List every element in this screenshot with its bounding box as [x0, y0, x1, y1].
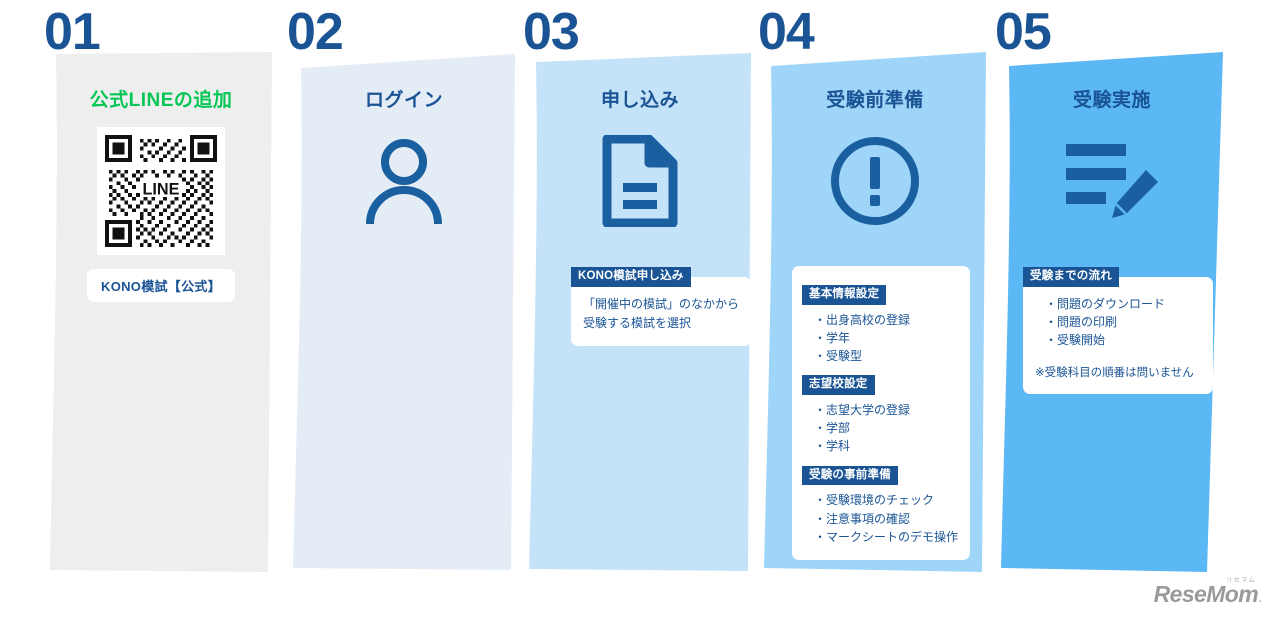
list-item: 受験開始	[1045, 331, 1201, 349]
step-title-02: ログイン	[364, 90, 443, 111]
document-file-icon	[602, 134, 678, 227]
exclamation-circle-icon-wrap	[829, 133, 921, 229]
line-account-badge[interactable]: KONO模試【公式】	[87, 268, 235, 302]
logo-wordmark: ReseMom	[1153, 581, 1259, 607]
panel-content-01: 公式LINEの追加	[50, 52, 272, 574]
step-number-02: 02	[287, 3, 344, 61]
svg-text:LINE: LINE	[143, 180, 180, 198]
step-column-04: 04 受験前準備 基本情報設定 出身高校の登録 学年 受験型 志望校設定 志望大…	[756, 0, 1001, 621]
info-card-list-basic: 出身高校の登録 学年 受験型	[814, 311, 958, 366]
form-pencil-icon-wrap	[1062, 133, 1162, 229]
qr-code-icon[interactable]: LINE	[97, 126, 225, 255]
user-person-icon-wrap	[362, 133, 446, 229]
info-card-list-prep: 受験環境のチェック 注意事項の確認 マークシートのデモ操作	[814, 491, 958, 546]
step-number-03: 03	[523, 3, 580, 61]
info-card-group-header-basic: 基本情報設定	[802, 285, 887, 305]
info-card-04: 基本情報設定 出身高校の登録 学年 受験型 志望校設定 志望大学の登録 学部 学…	[792, 266, 970, 561]
info-card-group-header-prep: 受験の事前準備	[802, 465, 898, 486]
step-column-01: 01 公式LINEの追加	[42, 0, 287, 621]
info-card-group-header-school: 志望校設定	[802, 375, 875, 395]
qr-code-icon-wrap: LINE	[97, 126, 225, 255]
list-item: 志望大学の登録	[814, 401, 958, 419]
step-column-03: 03 申し込み KONO模試申し込み 「開催中の模試」のなかから 受験する模試を…	[521, 0, 766, 621]
panel-content-03: 申し込み	[529, 52, 751, 574]
panel-content-05: 受験実施	[1001, 52, 1223, 574]
list-item: 問題のダウンロード	[1045, 295, 1201, 313]
card-line: 「開催中の模試」のなかから	[583, 297, 740, 311]
list-item: 出身高校の登録	[814, 311, 958, 329]
info-card-03: KONO模試申し込み 「開催中の模試」のなかから 受験する模試を選択	[571, 267, 751, 347]
info-card-list-school: 志望大学の登録 学部 学科	[814, 401, 958, 456]
card-line: 受験する模試を選択	[583, 315, 692, 330]
step-column-02: 02 ログイン	[285, 0, 530, 621]
panel-background-02	[293, 52, 515, 574]
info-card-header-03: KONO模試申し込み	[571, 267, 691, 287]
panel-content-04: 受験前準備	[764, 52, 986, 574]
logo-period: .	[1258, 589, 1262, 605]
list-item: 注意事項の確認	[814, 510, 958, 528]
list-item: マークシートのデモ操作	[814, 528, 958, 546]
logo-ruby-text: リセマム	[1226, 578, 1256, 584]
step-title-04: 受験前準備	[826, 90, 924, 111]
list-item: 問題の印刷	[1045, 313, 1201, 331]
form-pencil-icon	[1066, 143, 1158, 218]
step-number-04: 04	[758, 3, 815, 61]
list-item: 受験型	[814, 347, 958, 365]
list-item: 学部	[814, 419, 958, 437]
list-item: 学年	[814, 329, 958, 347]
step-number-05: 05	[995, 3, 1052, 61]
step-title-01: 公式LINEの追加	[89, 90, 233, 111]
info-card-body-03: 「開催中の模試」のなかから 受験する模試を選択	[583, 295, 739, 332]
info-card-list-05: 問題のダウンロード 問題の印刷 受験開始	[1045, 295, 1201, 350]
step-title-05: 受験実施	[1072, 90, 1151, 111]
step-title-03: 申し込み	[600, 90, 679, 111]
user-person-icon	[366, 138, 442, 224]
step-number-01: 01	[44, 3, 101, 61]
resemom-logo: リセマム ReseMom.	[1154, 578, 1262, 607]
list-item: 受験環境のチェック	[814, 491, 958, 509]
info-card-header-05: 受験までの流れ	[1023, 267, 1119, 287]
info-card-05: 受験までの流れ 問題のダウンロード 問題の印刷 受験開始 ※受験科目の順番は問い…	[1023, 267, 1213, 394]
panel-content-02: ログイン	[293, 52, 515, 574]
document-file-icon-wrap	[601, 133, 679, 229]
list-item: 学科	[814, 437, 958, 455]
step-column-05: 05 受験実施 受験までの流れ 問題のダウンロード 問題の印刷 受験開始 ※受験…	[993, 0, 1238, 621]
exclamation-circle-icon	[831, 136, 919, 225]
info-card-note-05: ※受験科目の順番は問いません	[1035, 366, 1194, 379]
